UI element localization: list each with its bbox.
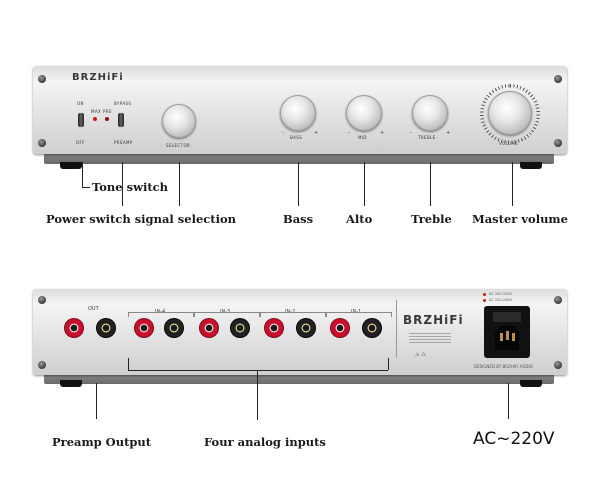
pin (500, 333, 503, 341)
front-logo: BRZHiFi (72, 72, 124, 83)
callout-line (179, 162, 180, 206)
volume-knob[interactable] (488, 91, 532, 135)
rca-in3-right-jack[interactable] (199, 318, 219, 338)
mid-knob[interactable] (346, 95, 382, 131)
callout-ac: AC~220V (473, 429, 555, 449)
screw-icon (38, 139, 46, 147)
selector-label: SELECTOR (166, 143, 191, 148)
voltage-indicator (483, 299, 486, 302)
mid-label: MID (358, 135, 367, 140)
power-switch[interactable] (78, 113, 84, 127)
callout-line (508, 383, 509, 419)
screw-icon (38, 296, 46, 304)
bass-plus: + (314, 130, 319, 136)
callout-line (82, 187, 90, 188)
pin (512, 333, 515, 341)
group-bracket (128, 312, 194, 317)
callout-alto: Alto (346, 212, 373, 226)
rca-in2-left-jack[interactable] (296, 318, 316, 338)
switch-on-label: ON (77, 101, 84, 106)
callout-line (388, 358, 389, 370)
screw-icon (554, 75, 562, 83)
treble-knob[interactable] (412, 95, 448, 131)
callout-treble: Treble (411, 212, 452, 226)
rca-in1-right-jack[interactable] (330, 318, 350, 338)
switch-preamp-label: PREAMP (114, 140, 133, 145)
callout-tone-switch: Tone switch (92, 180, 169, 194)
screw-icon (38, 361, 46, 369)
rear-foot-left (60, 380, 82, 387)
screw-icon (554, 361, 562, 369)
led-pre-label: PRE (103, 109, 112, 114)
callout-line (82, 162, 83, 188)
group-bracket (194, 312, 260, 317)
voltage-indicator (483, 293, 486, 296)
rca-in4-left-jack[interactable] (164, 318, 184, 338)
callout-line (257, 370, 258, 420)
screw-icon (554, 296, 562, 304)
screw-icon (554, 139, 562, 147)
led-indicator (105, 117, 109, 121)
treble-minus: - (410, 130, 412, 136)
callout-line (430, 162, 431, 206)
rca-in3-left-jack[interactable] (230, 318, 250, 338)
rca-in4-right-jack[interactable] (134, 318, 154, 338)
callout-line (122, 162, 123, 206)
volume-label: VOLUME (499, 141, 519, 146)
group-bracket (326, 312, 392, 317)
rca-in2-right-jack[interactable] (264, 318, 284, 338)
rca-out-right-jack[interactable] (64, 318, 84, 338)
callout-line (128, 370, 388, 371)
rear-logo: BRZHiFi (403, 313, 464, 327)
ac-line2: AC 220-240V (489, 298, 512, 302)
bass-label: BASS (290, 135, 303, 140)
callout-preamp-output: Preamp Output (52, 435, 152, 449)
callout-four-inputs: Four analog inputs (204, 435, 326, 449)
bass-knob[interactable] (280, 95, 316, 131)
switch-off-label: OFF (76, 140, 85, 145)
callout-line (128, 358, 129, 370)
treble-label: TREBLE (418, 135, 436, 140)
front-foot-right (520, 162, 542, 169)
callout-bass: Bass (283, 212, 314, 226)
certification-icon: ⚠ ♺ (415, 352, 426, 358)
treble-plus: + (446, 130, 451, 136)
tone-switch[interactable] (118, 113, 124, 127)
bass-minus: - (282, 130, 284, 136)
callout-line (96, 383, 97, 419)
led-indicator (93, 117, 97, 121)
rca-in1-left-jack[interactable] (362, 318, 382, 338)
group-bracket (260, 312, 326, 317)
callout-power-selection: Power switch signal selection (46, 212, 236, 226)
divider (396, 300, 397, 358)
fuse-holder[interactable] (493, 312, 521, 322)
out-label: OUT (88, 306, 99, 312)
rear-chassis-body (44, 372, 554, 384)
front-foot-left (60, 162, 82, 169)
led-max-label: MAX (91, 109, 102, 114)
fine-print (409, 333, 451, 345)
callout-master-volume: Master volume (472, 212, 568, 226)
screw-icon (38, 75, 46, 83)
rca-out-left-jack[interactable] (96, 318, 116, 338)
switch-bypass-label: BYPASS (114, 101, 132, 106)
mid-plus: + (380, 130, 385, 136)
callout-line (364, 162, 365, 206)
ac-line1: AC 100-120V (489, 292, 512, 296)
mid-minus: - (348, 130, 350, 136)
callout-line (298, 162, 299, 206)
designed-by: DESIGNED BY BRZHIFI AUDIO (474, 364, 533, 369)
selector-knob[interactable] (162, 104, 196, 138)
rear-foot-right (520, 380, 542, 387)
callout-line (512, 162, 513, 206)
pin (506, 331, 509, 340)
